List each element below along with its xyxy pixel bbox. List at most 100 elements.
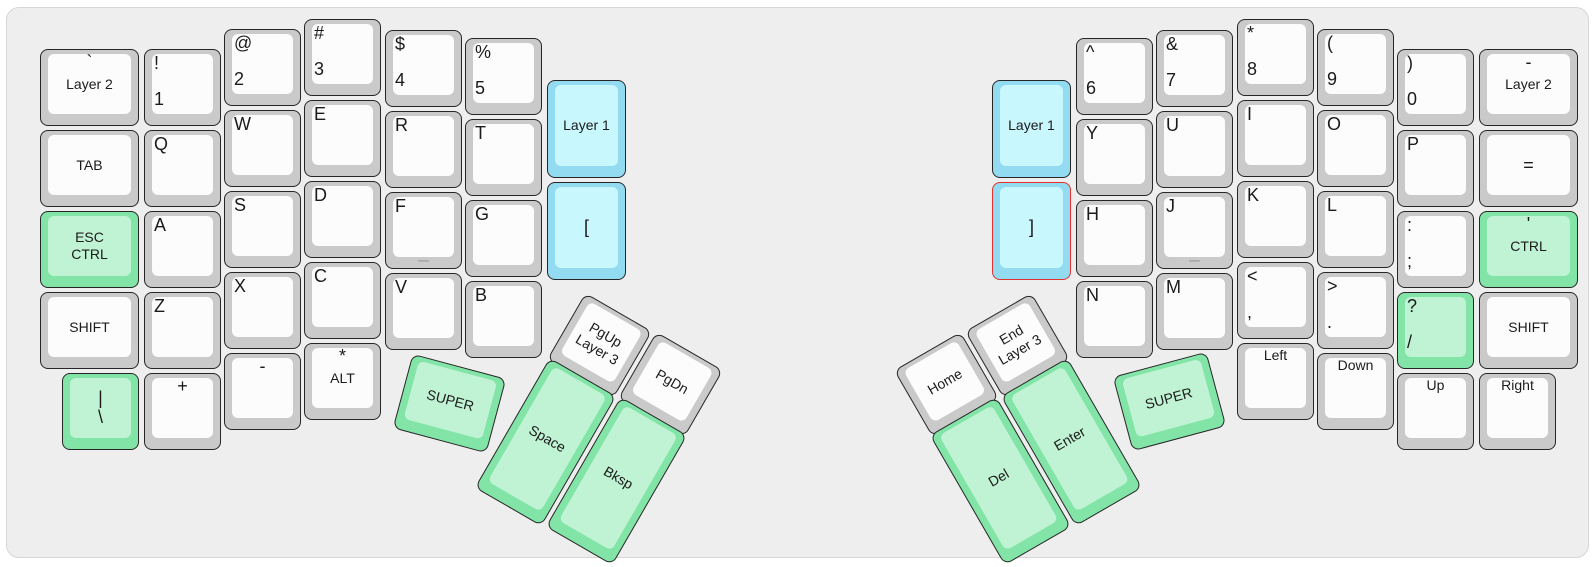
key-label: * — [338, 346, 346, 366]
keycap-top — [1084, 124, 1145, 184]
keycap-center-labels: [ — [554, 185, 619, 270]
key-tab[interactable]: TAB — [40, 130, 139, 207]
keycap-top — [312, 105, 373, 165]
key-super-left[interactable]: SUPER — [392, 353, 507, 454]
key-label: Home — [924, 364, 965, 398]
key-c[interactable]: C — [304, 262, 381, 339]
key-lbracket[interactable]: [ — [547, 182, 626, 280]
key-x[interactable]: X — [224, 272, 301, 349]
key-label: / — [1407, 332, 1413, 352]
key-r[interactable]: R — [385, 111, 462, 188]
key-w[interactable]: W — [224, 110, 301, 187]
key-down[interactable]: Down — [1317, 353, 1394, 430]
keycap-center-labels: SUPER — [402, 358, 499, 441]
key-label: D — [314, 185, 327, 205]
key-quote-ctrl[interactable]: CTRL ' — [1479, 211, 1578, 288]
keycap-top — [1084, 43, 1145, 103]
key-minus[interactable]: - — [224, 353, 301, 430]
key-right[interactable]: Right — [1479, 373, 1556, 450]
key-label: U — [1166, 115, 1179, 135]
key-h[interactable]: H — [1076, 200, 1153, 277]
key-label: G — [475, 204, 490, 224]
key-e[interactable]: E — [304, 100, 381, 177]
key-7[interactable]: &7 — [1156, 30, 1233, 107]
key-d[interactable]: D — [304, 181, 381, 258]
key-p[interactable]: P — [1397, 130, 1474, 207]
key-label: ' — [1526, 214, 1531, 234]
key-layer1-left[interactable]: Layer 1 — [547, 80, 626, 178]
key-shift-right[interactable]: SHIFT — [1479, 292, 1578, 369]
key-5[interactable]: %5 — [465, 38, 542, 115]
keycap-top — [1164, 278, 1225, 338]
key-label: A — [154, 215, 167, 235]
key-m[interactable]: M — [1156, 273, 1233, 350]
key-y[interactable]: Y — [1076, 119, 1153, 196]
key-b[interactable]: B — [465, 281, 542, 358]
key-label: Left — [1263, 347, 1288, 363]
key-label: 4 — [395, 70, 406, 90]
key-i[interactable]: I — [1237, 100, 1314, 177]
key-grave-layer2[interactable]: Layer 2` — [40, 49, 139, 126]
key-equals[interactable]: = — [1479, 130, 1578, 207]
keycap-top — [1487, 378, 1548, 438]
key-label: CTRL — [1510, 237, 1547, 254]
key-label: - — [1525, 52, 1532, 72]
key-9[interactable]: (9 — [1317, 29, 1394, 106]
key-f[interactable]: F_ — [385, 192, 462, 269]
key-label: I — [1247, 104, 1253, 124]
key-2[interactable]: @2 — [224, 29, 301, 106]
key-question-slash[interactable]: ?/ — [1397, 292, 1474, 369]
key-u[interactable]: U — [1156, 111, 1233, 188]
keycap-top — [48, 135, 131, 195]
key-z[interactable]: Z — [144, 292, 221, 369]
key-label: | — [98, 388, 103, 408]
key-plus[interactable]: + — [144, 373, 221, 450]
keycap-top — [1405, 378, 1466, 438]
key-8[interactable]: *8 — [1237, 19, 1314, 96]
key-shift-left[interactable]: SHIFT — [40, 292, 139, 369]
key-left[interactable]: Left — [1237, 343, 1314, 420]
key-dash-layer2[interactable]: Layer 2- — [1479, 49, 1578, 126]
keycap-top — [1245, 348, 1306, 408]
key-label: @ — [234, 33, 253, 53]
key-semicolon[interactable]: :; — [1397, 211, 1474, 288]
key-g[interactable]: G — [465, 200, 542, 277]
key-label: SUPER — [425, 385, 476, 414]
key-0[interactable]: )0 — [1397, 49, 1474, 126]
key-up[interactable]: Up — [1397, 373, 1474, 450]
key-pipe-backslash[interactable]: |\ — [62, 373, 139, 450]
keycap-top — [1245, 105, 1306, 165]
key-period[interactable]: >. — [1317, 272, 1394, 349]
key-layer1-right[interactable]: Layer 1 — [992, 80, 1071, 178]
keycap-center-labels — [1404, 214, 1467, 278]
key-q[interactable]: Q — [144, 130, 221, 207]
key-super-right[interactable]: SUPER — [1112, 351, 1227, 452]
key-label: T — [475, 123, 486, 143]
key-a[interactable]: A — [144, 211, 221, 288]
key-comma[interactable]: <, — [1237, 262, 1314, 339]
key-k[interactable]: K — [1237, 181, 1314, 258]
key-star-alt[interactable]: ALT* — [304, 343, 381, 420]
key-label: X — [234, 276, 247, 296]
key-label: ! — [154, 53, 160, 73]
key-3[interactable]: #3 — [304, 19, 381, 96]
key-l[interactable]: L — [1317, 191, 1394, 268]
key-n[interactable]: N — [1076, 281, 1153, 358]
key-label: \ — [97, 407, 103, 427]
key-rbracket[interactable]: ] — [992, 182, 1071, 280]
key-1[interactable]: !1 — [144, 49, 221, 126]
keycap-top — [1325, 358, 1386, 418]
key-t[interactable]: T — [465, 119, 542, 196]
key-v[interactable]: V — [385, 273, 462, 350]
key-s[interactable]: S — [224, 191, 301, 268]
key-label: , — [1247, 302, 1253, 322]
key-j[interactable]: J_ — [1156, 192, 1233, 269]
key-4[interactable]: $4 — [385, 30, 462, 107]
keycap-top — [473, 205, 534, 265]
key-6[interactable]: ^6 — [1076, 38, 1153, 115]
keycap-top — [1325, 196, 1386, 256]
key-o[interactable]: O — [1317, 110, 1394, 187]
key-label: Layer 1 — [1008, 117, 1055, 133]
